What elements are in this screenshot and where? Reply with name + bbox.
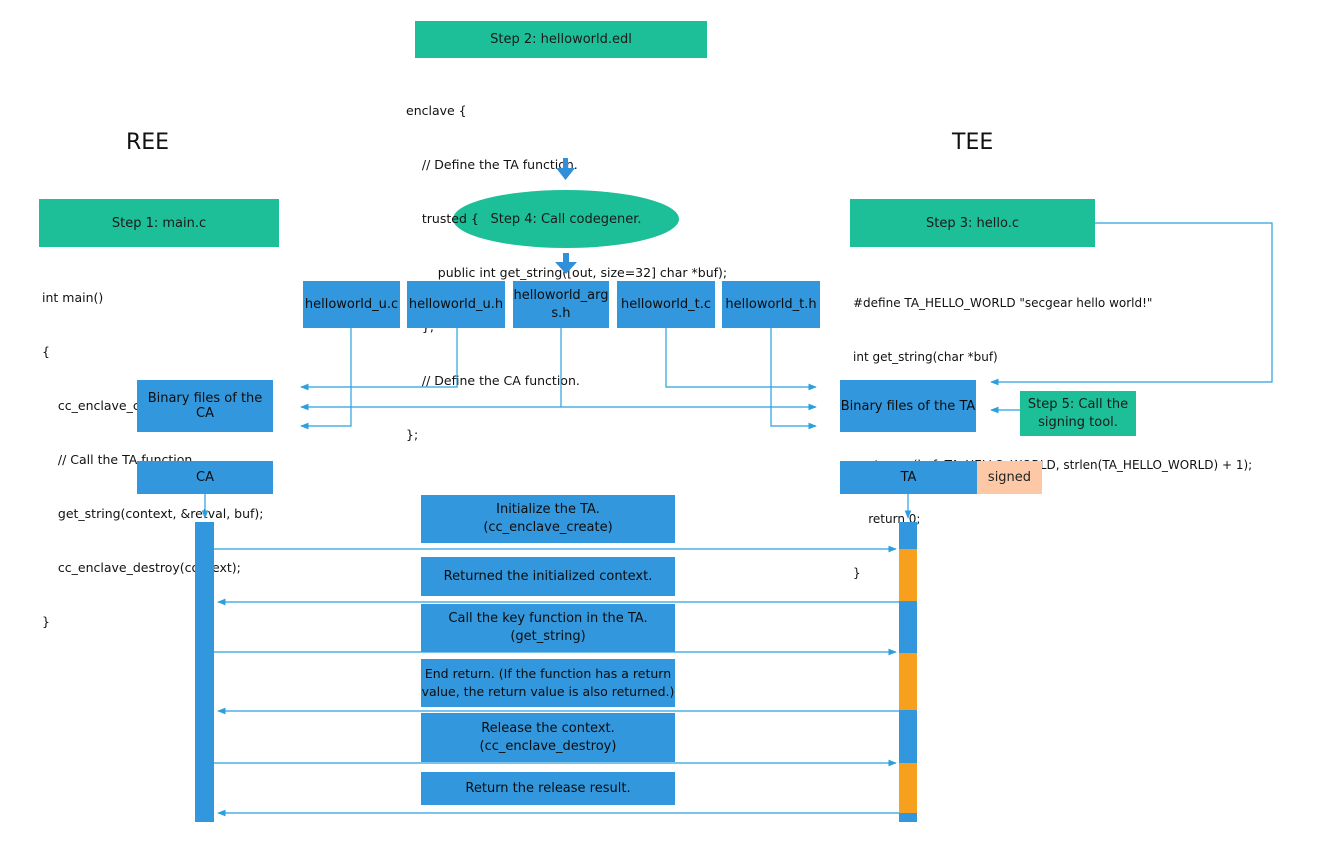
message-box-1: Initialize the TA. (cc_enclave_create) xyxy=(421,495,675,543)
hello-code-line: #define TA_HELLO_WORLD "secgear hello wo… xyxy=(853,296,1153,310)
ta-activation-3 xyxy=(899,763,917,813)
message-label: Initialize the TA. (cc_enclave_create) xyxy=(483,502,613,535)
file-helloworld-t-c: helloworld_t.c xyxy=(617,281,715,328)
edl-code-line: public int get_string([out, size=32] cha… xyxy=(437,265,728,280)
tee-heading: TEE xyxy=(952,130,994,155)
down-arrow-edl-shaft xyxy=(563,158,568,170)
ta-binary-label: Binary files of the TA xyxy=(840,398,976,414)
file-label: helloworld_t.h xyxy=(725,296,817,312)
message-box-4: End return. (If the function has a retur… xyxy=(421,659,675,707)
main-code-line: int main() xyxy=(42,290,104,305)
down-arrow-codegen-shaft xyxy=(563,253,569,263)
ca-actor-label: CA xyxy=(196,470,214,485)
message-label: Returned the initialized context. xyxy=(443,568,653,584)
step5-label: Step 5: Call the signing tool. xyxy=(1027,396,1129,430)
message-box-5: Release the context. (cc_enclave_destroy… xyxy=(421,713,675,762)
arrow-hello-to-ta xyxy=(990,222,1273,386)
ta-activation-2 xyxy=(899,653,917,710)
ca-binary-box: Binary files of the CA xyxy=(137,380,273,432)
down-arrow-codegen-head xyxy=(555,262,577,274)
message-box-3: Call the key function in the TA. (get_st… xyxy=(421,604,675,652)
file-label: helloworld_u.c xyxy=(304,296,399,312)
step1-label: Step 1: main.c xyxy=(111,215,207,231)
arrow-uh-to-ca xyxy=(300,328,458,391)
arrow-tc-to-ta xyxy=(665,328,817,391)
down-arrow-edl-head xyxy=(556,168,575,180)
ta-actor-label: TA xyxy=(900,470,917,485)
ree-heading: REE xyxy=(126,130,170,155)
hello-code-line: } xyxy=(853,566,861,580)
file-label: helloworld_u.h xyxy=(408,296,504,312)
message-label: End return. (If the function has a retur… xyxy=(421,666,675,699)
edl-code-line: enclave { xyxy=(406,103,467,118)
ca-actor-box: CA xyxy=(137,461,273,494)
step3-box: Step 3: hello.c xyxy=(850,199,1095,247)
message-label: Return the release result. xyxy=(465,780,631,796)
step4-label: Step 4: Call codegener. xyxy=(490,211,642,227)
file-helloworld-u-c: helloworld_u.c xyxy=(303,281,400,328)
main-code-block: int main() { cc_enclave_create(context);… xyxy=(42,253,264,649)
step4-ellipse: Step 4: Call codegener. xyxy=(453,190,679,248)
file-helloworld-args-h: helloworld_arg s.h xyxy=(513,281,609,328)
message-box-2: Returned the initialized context. xyxy=(421,557,675,596)
main-code-line: { xyxy=(42,344,50,359)
file-helloworld-u-h: helloworld_u.h xyxy=(407,281,505,328)
file-label: helloworld_t.c xyxy=(620,296,712,312)
step2-box: Step 2: helloworld.edl xyxy=(415,21,707,58)
ca-lifeline xyxy=(195,522,214,822)
main-code-line: } xyxy=(42,614,50,629)
message-label: Call the key function in the TA. (get_st… xyxy=(448,611,648,644)
ta-activation-1 xyxy=(899,549,917,601)
ta-binary-box: Binary files of the TA xyxy=(840,380,976,432)
ta-actor-box: TA xyxy=(840,461,977,494)
signed-label: signed xyxy=(987,470,1032,485)
edl-code-line: // Define the CA function. xyxy=(406,373,580,388)
edl-code-line: }; xyxy=(406,427,419,442)
arrow-th-to-ta xyxy=(770,328,817,430)
edl-code-block: enclave { // Define the TA function. tru… xyxy=(406,66,727,462)
step5-box: Step 5: Call the signing tool. xyxy=(1020,391,1136,436)
step1-box: Step 1: main.c xyxy=(39,199,279,247)
hello-code-line: int get_string(char *buf) xyxy=(853,350,998,364)
arrow-uc-to-ca xyxy=(300,328,352,430)
message-box-6: Return the release result. xyxy=(421,772,675,805)
signed-badge: signed xyxy=(977,461,1042,494)
step2-label: Step 2: helloworld.edl xyxy=(490,32,632,47)
file-helloworld-t-h: helloworld_t.h xyxy=(722,281,820,328)
file-label: helloworld_arg s.h xyxy=(513,287,609,321)
hello-code-line: return 0; xyxy=(853,512,921,526)
message-label: Release the context. (cc_enclave_destroy… xyxy=(479,720,617,754)
ca-binary-label: Binary files of the CA xyxy=(147,391,263,421)
edl-code-line: trusted { xyxy=(406,211,479,226)
step3-label: Step 3: hello.c xyxy=(926,215,1019,231)
